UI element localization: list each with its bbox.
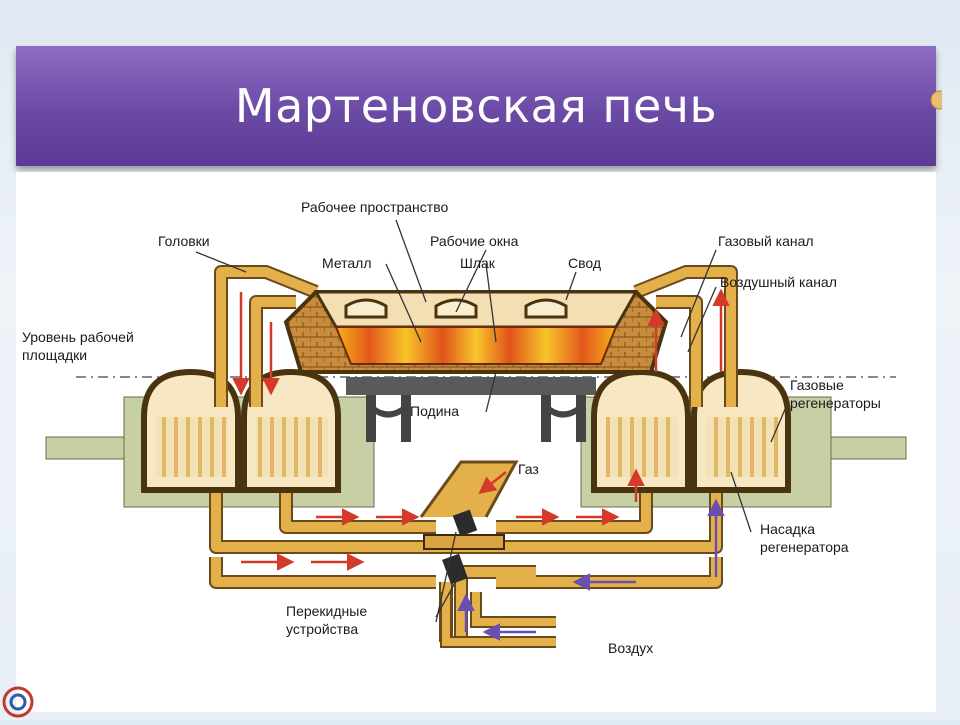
label-switch-1: Перекидные	[286, 603, 367, 619]
side-circle-icon	[930, 88, 950, 112]
regenerator-right-outer	[691, 368, 791, 493]
switch-damper-2	[442, 553, 468, 585]
label-platform-level-1: Уровень рабочей	[22, 329, 134, 345]
title-banner: Мартеновская печь	[16, 46, 936, 166]
molten-metal	[334, 326, 618, 365]
label-heads: Головки	[158, 233, 210, 249]
label-checker-1: Насадка	[760, 521, 815, 537]
label-slag: Шлак	[460, 255, 496, 271]
gas-inlet	[419, 460, 519, 518]
switch-valve-gas	[423, 534, 505, 550]
label-work-windows: Рабочие окна	[430, 233, 519, 249]
label-working-space: Рабочее пространство	[301, 199, 448, 215]
hearth-support	[346, 377, 596, 442]
air-flow-arrows	[457, 498, 725, 641]
regenerator-left-inner	[241, 368, 341, 493]
gas-flow-arrows	[232, 288, 730, 571]
label-gas: Газ	[518, 461, 539, 477]
label-air-channel: Воздушный канал	[720, 274, 837, 290]
regenerator-right-inner	[591, 368, 691, 493]
label-roof: Свод	[568, 255, 601, 271]
label-switch-2: устройства	[286, 621, 358, 637]
switch-damper-1	[452, 509, 478, 537]
label-metal: Металл	[322, 255, 372, 271]
diagram-panel: Рабочее пространство Головки Рабочие окн…	[16, 172, 936, 712]
open-hearth-furnace-diagram: Рабочее пространство Головки Рабочие окн…	[22, 199, 907, 656]
head-channels	[216, 267, 736, 407]
label-platform-level-2: площадки	[22, 347, 87, 363]
slide-title: Мартеновская печь	[234, 79, 718, 133]
leader-lines	[195, 219, 787, 623]
label-air: Воздух	[608, 640, 653, 656]
label-gas-regenerators-1: Газовые	[790, 377, 844, 393]
label-gas-regenerators-2: регенераторы	[790, 395, 881, 411]
label-checker-2: регенератора	[760, 539, 849, 555]
work-windows	[344, 298, 568, 319]
presentation-logo-icon	[0, 680, 36, 720]
label-hearth: Подина	[410, 403, 459, 419]
air-inlet	[442, 592, 556, 646]
label-gas-channel: Газовый канал	[718, 233, 814, 249]
